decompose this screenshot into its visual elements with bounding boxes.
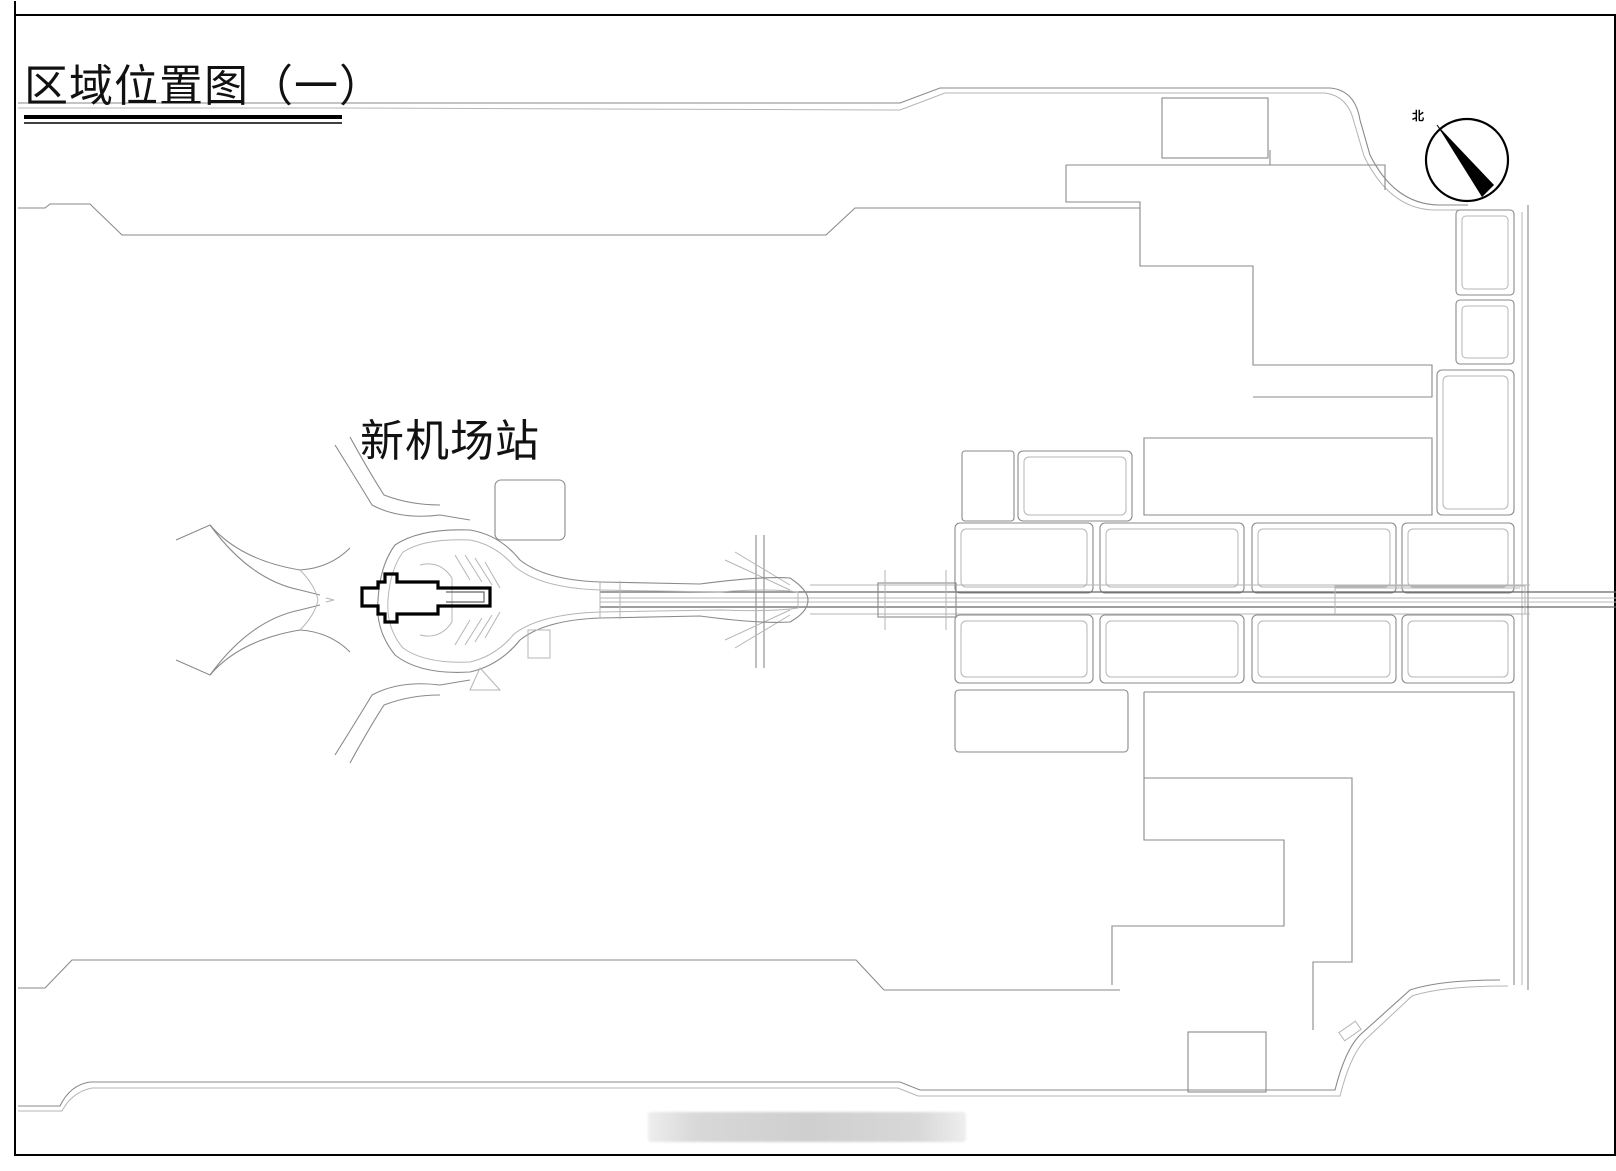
map-title: 区域位置图（一） [24, 61, 384, 112]
north-label: 北 [1412, 109, 1425, 123]
south-blocks [1111, 691, 1515, 1093]
east-column [1436, 209, 1515, 516]
stand-blocks-north [954, 450, 1515, 594]
station-outline [360, 572, 492, 624]
stand-blocks-south [954, 614, 1515, 753]
north-blocks [1065, 97, 1433, 516]
north-arrow [1424, 117, 1510, 203]
site-boundary [18, 87, 1529, 1112]
title-underline [24, 115, 342, 124]
rail-corridor [600, 535, 1616, 668]
forecourt-fan [419, 554, 501, 646]
station-label: 新机场站 [360, 416, 540, 467]
terminal-approach [377, 479, 809, 691]
drawing-frame [14, 1, 1616, 1156]
watermark-bar [648, 1112, 966, 1142]
runway-north [18, 203, 1140, 236]
runway-south [18, 959, 1120, 991]
terminal-building [175, 436, 471, 764]
